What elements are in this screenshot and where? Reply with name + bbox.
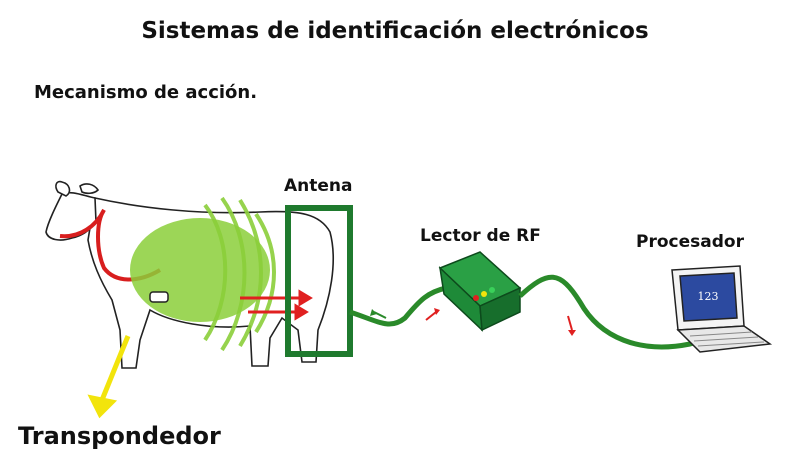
cable-arrows: [370, 308, 576, 336]
diagram-title: Sistemas de identificación electrónicos: [141, 18, 649, 44]
processor-laptop: [671, 265, 773, 353]
transponder-label: Transpondedor: [18, 422, 221, 450]
antenna-frame: [285, 205, 353, 357]
laptop-screen-text: 123: [698, 290, 719, 303]
reader-label: Lector de RF: [420, 226, 541, 246]
cow-horn: [79, 183, 100, 195]
diagram-subtitle: Mecanismo de acción.: [34, 82, 258, 103]
reader-led-yellow: [481, 291, 487, 297]
rumen-field-area: [130, 218, 270, 322]
cow-ear: [55, 180, 71, 197]
reader-led-red: [473, 295, 479, 301]
transponder-pointer: [87, 335, 131, 419]
antenna-label: Antena: [284, 176, 353, 196]
cable-antenna-reader: [349, 285, 447, 327]
transponder-bolus: [149, 291, 169, 303]
processor-label: Procesador: [636, 232, 744, 252]
rf-reader: [438, 251, 522, 332]
reader-led-green: [489, 287, 495, 293]
signal-arrows: [240, 289, 313, 321]
radio-waves: [203, 196, 276, 352]
